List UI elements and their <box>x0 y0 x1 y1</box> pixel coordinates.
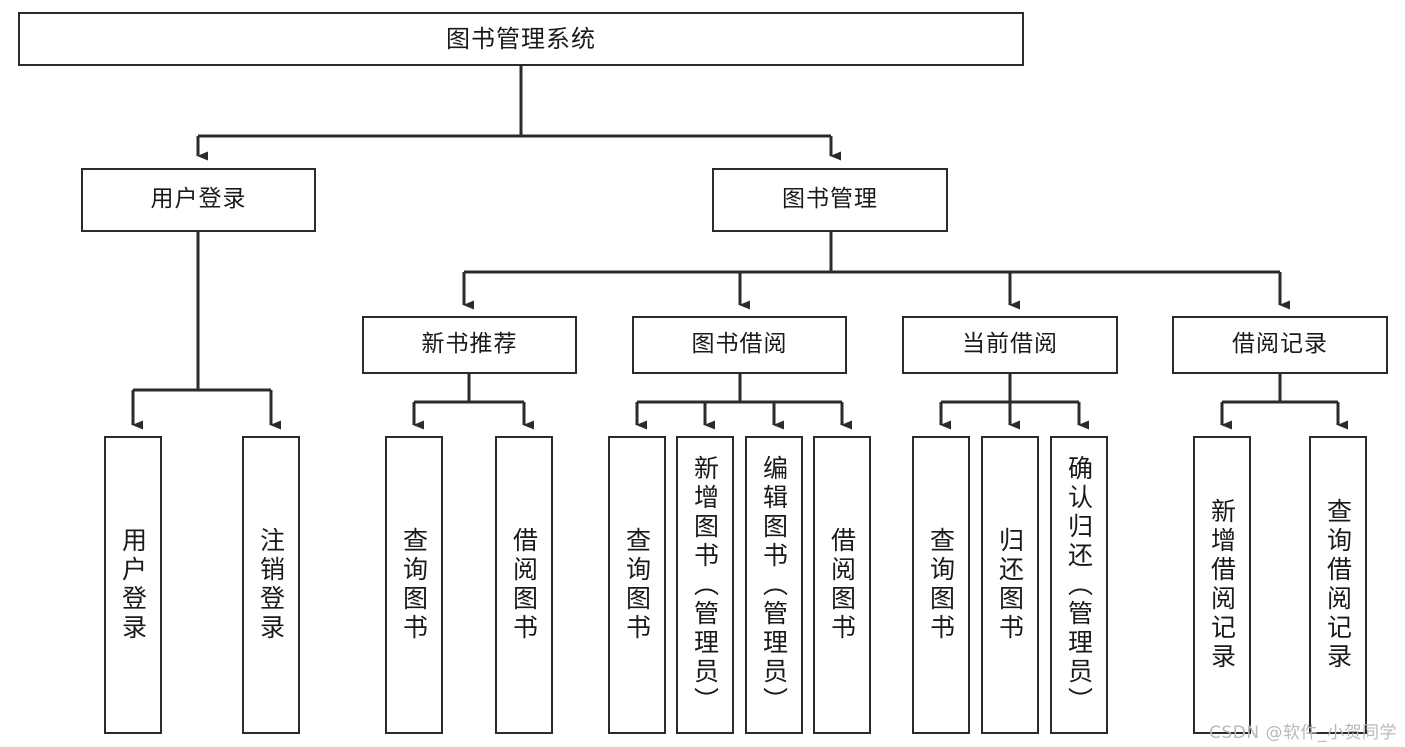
csdn-watermark: CSDN @软件_小贺同学 <box>1209 723 1397 743</box>
node-leaf-confirm-return[interactable]: 确认归还（管理员） <box>1050 436 1108 734</box>
node-leaf-borrow-book-rec-label: 借阅图书 <box>509 527 539 643</box>
node-leaf-logout-label: 注销登录 <box>256 527 286 643</box>
node-user-login[interactable]: 用户登录 <box>81 168 316 232</box>
node-leaf-user-login-label: 用户登录 <box>118 527 148 643</box>
node-leaf-query-book-b[interactable]: 查询图书 <box>608 436 666 734</box>
node-book-borrow-label: 图书借阅 <box>691 331 788 358</box>
node-leaf-edit-book[interactable]: 编辑图书（管理员） <box>745 436 803 734</box>
node-leaf-edit-book-label: 编辑图书（管理员） <box>759 454 789 716</box>
node-leaf-user-login[interactable]: 用户登录 <box>104 436 162 734</box>
node-leaf-query-record-label: 查询借阅记录 <box>1323 498 1353 672</box>
node-leaf-query-book-rec-label: 查询图书 <box>399 527 429 643</box>
node-leaf-query-book-rec[interactable]: 查询图书 <box>385 436 443 734</box>
node-leaf-add-book-label: 新增图书（管理员） <box>690 454 720 716</box>
node-current-borrow-label: 当前借阅 <box>962 331 1058 358</box>
node-root-label: 图书管理系统 <box>446 24 596 53</box>
node-leaf-query-record[interactable]: 查询借阅记录 <box>1309 436 1367 734</box>
node-leaf-confirm-return-label: 确认归还（管理员） <box>1064 454 1094 716</box>
node-leaf-return-book-label: 归还图书 <box>995 527 1025 643</box>
node-leaf-query-book-c-label: 查询图书 <box>926 527 956 643</box>
node-new-book-rec-label: 新书推荐 <box>421 331 518 358</box>
node-leaf-logout[interactable]: 注销登录 <box>242 436 300 734</box>
node-root[interactable]: 图书管理系统 <box>18 12 1024 66</box>
node-current-borrow[interactable]: 当前借阅 <box>902 316 1118 374</box>
node-borrow-record-label: 借阅记录 <box>1232 331 1328 358</box>
node-leaf-add-record-label: 新增借阅记录 <box>1207 498 1237 672</box>
node-leaf-add-book[interactable]: 新增图书（管理员） <box>676 436 734 734</box>
node-leaf-borrow-book-b-label: 借阅图书 <box>827 527 857 643</box>
node-leaf-add-record[interactable]: 新增借阅记录 <box>1193 436 1251 734</box>
node-user-login-label: 用户登录 <box>150 186 247 213</box>
node-book-manage-label: 图书管理 <box>782 186 878 213</box>
node-leaf-borrow-book-b[interactable]: 借阅图书 <box>813 436 871 734</box>
node-leaf-return-book[interactable]: 归还图书 <box>981 436 1039 734</box>
node-book-manage[interactable]: 图书管理 <box>712 168 948 232</box>
node-book-borrow[interactable]: 图书借阅 <box>632 316 847 374</box>
node-leaf-borrow-book-rec[interactable]: 借阅图书 <box>495 436 553 734</box>
node-borrow-record[interactable]: 借阅记录 <box>1172 316 1388 374</box>
node-new-book-rec[interactable]: 新书推荐 <box>362 316 577 374</box>
node-leaf-query-book-c[interactable]: 查询图书 <box>912 436 970 734</box>
node-leaf-query-book-b-label: 查询图书 <box>622 527 652 643</box>
